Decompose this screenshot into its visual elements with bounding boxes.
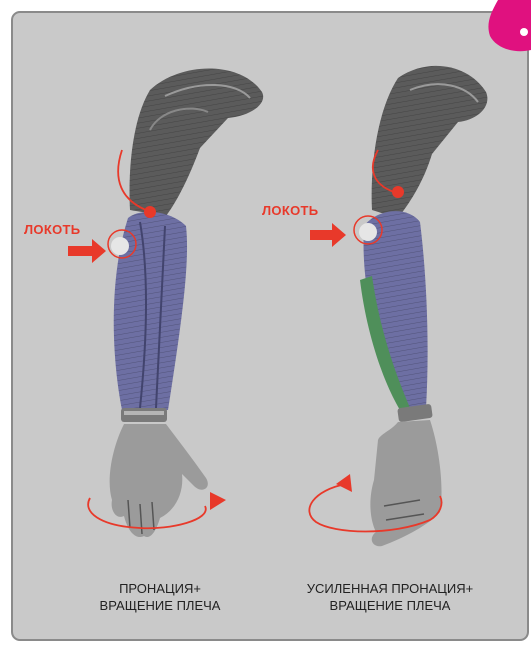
left-elbow-label: ЛОКОТЬ: [24, 222, 80, 237]
left-caption-line1: ПРОНАЦИЯ+: [60, 580, 260, 597]
left-caption: ПРОНАЦИЯ+ ВРАЩЕНИЕ ПЛЕЧА: [60, 580, 260, 614]
left-elbow-arrow-icon: [68, 239, 106, 263]
exclamation-badge-icon: [484, 0, 531, 52]
right-caption: УСИЛЕННАЯ ПРОНАЦИЯ+ ВРАЩЕНИЕ ПЛЕЧА: [280, 580, 500, 614]
right-elbow-label: ЛОКОТЬ: [262, 203, 318, 218]
right-elbow-arrow-icon: [310, 223, 346, 247]
right-caption-line2: ВРАЩЕНИЕ ПЛЕЧА: [280, 597, 500, 614]
left-arm: [68, 69, 263, 538]
right-arm: [309, 66, 487, 546]
right-caption-line1: УСИЛЕННАЯ ПРОНАЦИЯ+: [280, 580, 500, 597]
left-caption-line2: ВРАЩЕНИЕ ПЛЕЧА: [60, 597, 260, 614]
